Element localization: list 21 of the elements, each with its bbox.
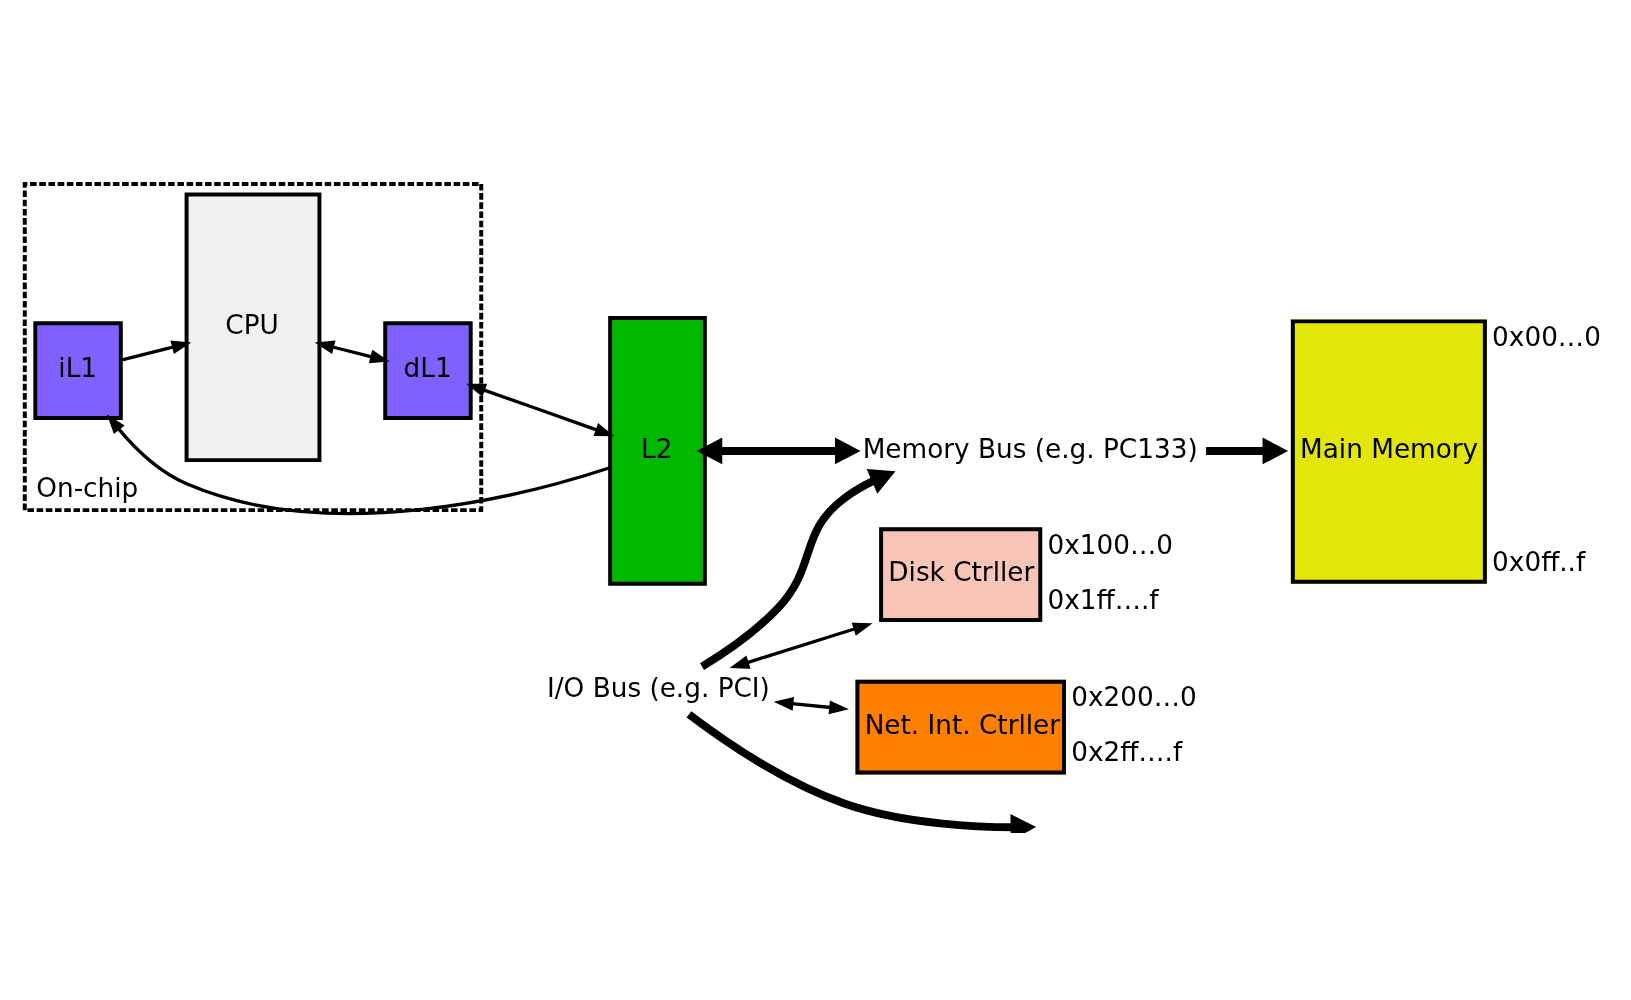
node-label: 0x200…0 (1070, 681, 1197, 712)
node-text: I/O Bus (e.g. PCI) (546, 672, 770, 703)
arrow (106, 413, 610, 515)
node-box: CPU (184, 191, 321, 462)
node-box: dL1 (382, 320, 473, 420)
arrow (314, 340, 390, 363)
node-box: iL1 (32, 320, 123, 420)
arrow (686, 710, 1036, 833)
arrow (696, 437, 861, 464)
node-box: L2 (607, 315, 707, 586)
node-label: 0x2ff….f (1070, 736, 1182, 767)
arrow (120, 340, 191, 362)
arrow (729, 622, 873, 669)
node-label: 0x0ff..f (1491, 546, 1585, 577)
arrow (465, 383, 614, 436)
node-label: 0x00…0 (1491, 321, 1601, 352)
node-text: Memory Bus (e.g. PC133) (862, 433, 1198, 464)
arrow (773, 696, 849, 714)
node-label: 0x100…0 (1047, 529, 1173, 560)
node-label: 0x1ff….f (1047, 584, 1159, 615)
arrow (699, 468, 895, 670)
